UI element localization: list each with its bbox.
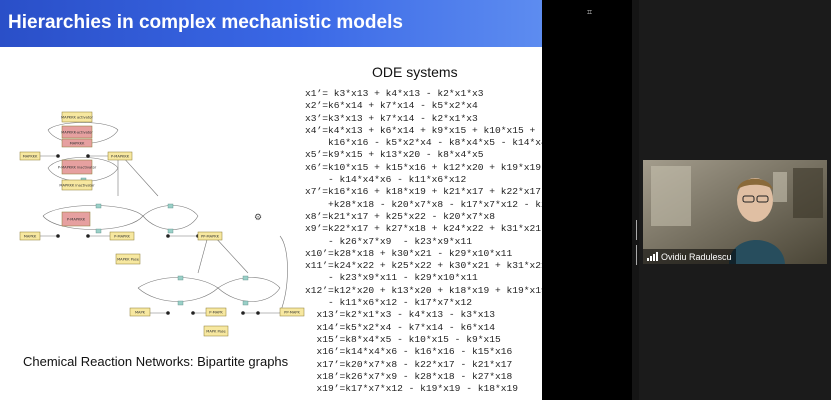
ode-line: x6’=k10*x15 + k15*x16 + k12*x20 + k19*x1… (305, 161, 542, 173)
diagram-node-label: PP-MAPKK (201, 235, 220, 239)
diagram-node-label: MAPK Pase (206, 330, 226, 334)
ode-line: x16’=k14*x4*x6 - k16*x16 - k15*x16 (305, 346, 513, 358)
diagram-node-label: MAPKKK (23, 155, 38, 159)
diagram-node-label: MAPKKK-activator (61, 131, 93, 135)
ode-line: x8’=k21*x17 + k25*x22 - k20*x7*x8 (305, 210, 495, 222)
participant-video-tile[interactable]: Ovidiu Radulescu (643, 160, 827, 264)
ode-line: x5’=k9*x15 + k13*x20 - k8*x4*x5 (305, 149, 484, 161)
ode-line: x18’=k26*x7*x9 - k28*x18 - k27*x18 (305, 370, 513, 382)
diagram-node-label: MAPKK (24, 235, 37, 239)
ode-line: - k11*x6*x12 - k17*x7*x12 (305, 297, 472, 309)
slide: Hierarchies in complex mechanistic model… (0, 0, 542, 400)
diagram-node-label: MAPKKK activator (61, 116, 93, 120)
expand-icon[interactable]: ⌗ (587, 8, 593, 18)
ode-line: x7’=k16*x16 + k18*x19 + k21*x17 + k22*x1… (305, 186, 542, 198)
ode-line: k16*x16 - k5*x2*x4 - k8*x4*x5 - k14*x4*x… (305, 137, 542, 149)
diagram-node-label: P-MAPKK (114, 235, 130, 239)
participant-name: Ovidiu Radulescu (661, 251, 732, 262)
cursor-icon: ⚙ (254, 213, 262, 223)
ode-title: ODE systems (372, 64, 458, 80)
ode-line: x17’=k20*x7*x8 - k22*x17 - k21*x17 (305, 358, 513, 370)
ode-line: x13’=k2*x1*x3 - k4*x13 - k3*x13 (305, 309, 496, 321)
diagram-node-label: PP-MAPK (284, 311, 300, 315)
ode-line: x14’=k5*x2*x4 - k7*x14 - k6*x14 (305, 321, 496, 333)
slide-header: Hierarchies in complex mechanistic model… (0, 0, 542, 47)
ode-line: x19’=k17*x7*x12 - k19*x19 - k18*x19 (305, 383, 519, 395)
diagram-node-label: P-MAPKKK inactivator (58, 166, 97, 170)
ode-line: x9’=k22*x17 + k27*x18 + k24*x22 + k31*x2… (305, 223, 542, 235)
diagram-node-label: MAPKKK inactivator (59, 184, 95, 188)
ode-line: x1’= k3*x13 + k4*x13 - k2*x1*x3 (305, 88, 484, 99)
ode-line: x4’=k4*x13 + k6*x14 + k9*x15 + k10*x15 +… (305, 124, 542, 136)
ode-line: x3’=k3*x13 + k7*x14 - k2*x1*x3 (305, 112, 478, 124)
ode-line: x15’=k8*x4*x5 - k10*x15 - k9*x15 (305, 333, 501, 345)
diagram-node-label: MAPKKK (70, 142, 85, 146)
ode-line: x11’=k24*x22 + k25*x22 + k30*x21 + k31*x… (305, 260, 542, 272)
reaction-network-diagram: MAPKKK MAPKKK activator MAPKKK-activator… (19, 111, 305, 337)
ode-line: - k14*x4*x6 - k11*x6*x12 (305, 174, 467, 186)
black-gap (542, 0, 632, 400)
ode-line: - k23*x9*x11 - k29*x10*x11 (305, 272, 478, 284)
signal-bars-icon (647, 252, 658, 261)
diagram-node-label: MAPKK Pase (117, 258, 140, 262)
diagram-node-label: P-MAPKKK (67, 218, 86, 222)
ode-line: - k26*x7*x9 - k23*x9*x11 (305, 235, 472, 247)
ode-line: x2’=k6*x14 + k7*x14 - k5*x2*x4 (305, 100, 478, 112)
caption: Chemical Reaction Networks: Bipartite gr… (23, 354, 289, 369)
participant-name-tag: Ovidiu Radulescu (643, 249, 736, 264)
panel-resize-handle[interactable] (636, 220, 639, 265)
diagram-node-label: P-MAPKKK (111, 155, 130, 159)
ode-line: +k28*x18 - k20*x7*x8 - k17*x7*x12 - k26* (305, 198, 542, 210)
slide-title: Hierarchies in complex mechanistic model… (8, 12, 403, 33)
ode-line: x12’=k12*x20 + k13*x20 + k18*x19 + k19*x… (305, 284, 542, 296)
diagram-node-label: P-MAPK (209, 311, 223, 315)
diagram-node-label: MAPK (135, 311, 146, 315)
participant-video (643, 160, 827, 264)
ode-line: x10’=k28*x18 + k30*x21 - k29*x10*x11 (305, 247, 513, 259)
